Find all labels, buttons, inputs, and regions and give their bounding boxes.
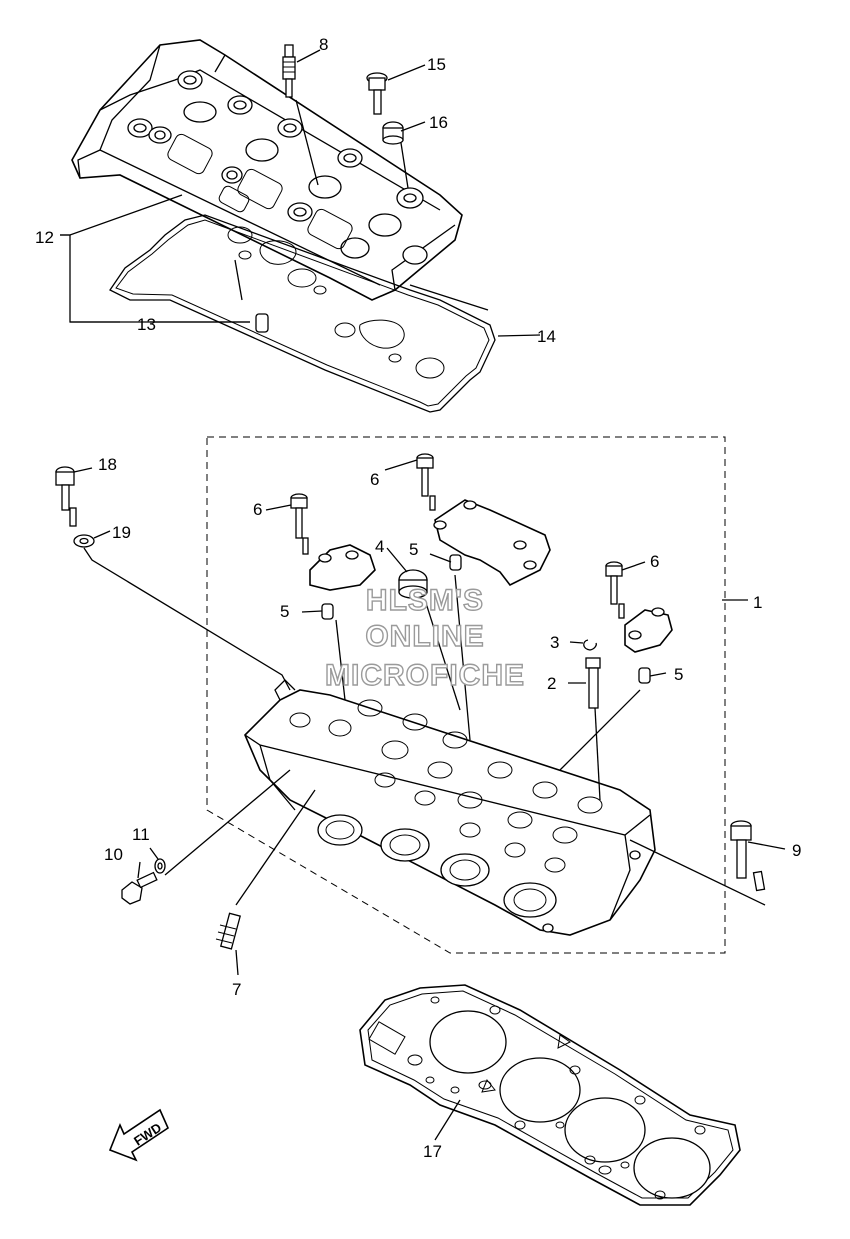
blind-plug (398, 569, 428, 599)
callout-3: 3 (550, 633, 559, 652)
spark-plug (282, 44, 296, 98)
callout-6a: 6 (370, 470, 379, 489)
callout-16: 16 (429, 113, 448, 132)
callout-8: 8 (319, 35, 328, 54)
dowel-pin-5a (321, 603, 334, 620)
callout-13: 13 (137, 315, 156, 334)
head-bolt-9 (730, 820, 766, 892)
cylinder-head (244, 679, 656, 936)
callout-18: 18 (98, 455, 117, 474)
callout-11: 11 (132, 825, 150, 844)
callout-19: 19 (112, 523, 131, 542)
cap-bolt-3 (605, 561, 625, 619)
head-bolt-18 (55, 466, 77, 527)
callout-9: 9 (792, 841, 801, 860)
grommet (382, 121, 404, 145)
dowel-pin-5b (449, 554, 462, 571)
callout-4: 4 (375, 537, 384, 556)
callout-15: 15 (427, 55, 446, 74)
cover-bolt (366, 72, 388, 115)
head-cover-gasket (109, 214, 496, 413)
washer-11 (154, 858, 166, 874)
camshaft-cap-center (433, 499, 551, 587)
cap-bolt-2 (416, 453, 436, 511)
camshaft-cap-left (309, 544, 376, 591)
callout-7: 7 (232, 980, 241, 999)
leader-lines (60, 49, 786, 1141)
dowel-pin-5c (638, 667, 651, 684)
cap-bolt-1 (290, 493, 309, 555)
forward-direction-arrow: FWD (108, 1108, 170, 1162)
dowel-pin-13 (255, 313, 269, 333)
watermark: HLSM'S ONLINE MICROFICHE (324, 583, 525, 692)
callout-5c: 5 (674, 665, 683, 684)
callout-1: 1 (753, 593, 762, 612)
watermark-line-2: ONLINE (365, 620, 484, 653)
camshaft-cap-right (624, 607, 673, 653)
watermark-line-1: HLSM'S (366, 584, 484, 617)
callout-6b: 6 (253, 500, 262, 519)
callout-5a: 5 (409, 540, 418, 559)
valve-guide (585, 657, 601, 709)
callout-numbers: 1 2 3 4 5 5 5 6 6 6 7 8 9 10 11 12 13 14… (35, 35, 801, 1161)
callout-10: 10 (104, 845, 123, 864)
watermark-line-3: MICROFICHE (325, 659, 525, 692)
callout-14: 14 (537, 327, 556, 346)
bolt-10 (121, 871, 158, 905)
circlip (583, 639, 597, 651)
cylinder-head-cover (71, 39, 463, 301)
callout-2: 2 (547, 674, 556, 693)
washer-19 (73, 534, 95, 548)
callout-17: 17 (423, 1142, 442, 1161)
stud-bolt (215, 912, 241, 950)
callout-6c: 6 (650, 552, 659, 571)
callout-5b: 5 (280, 602, 289, 621)
callout-12: 12 (35, 228, 54, 247)
cylinder-head-gasket (359, 984, 741, 1206)
